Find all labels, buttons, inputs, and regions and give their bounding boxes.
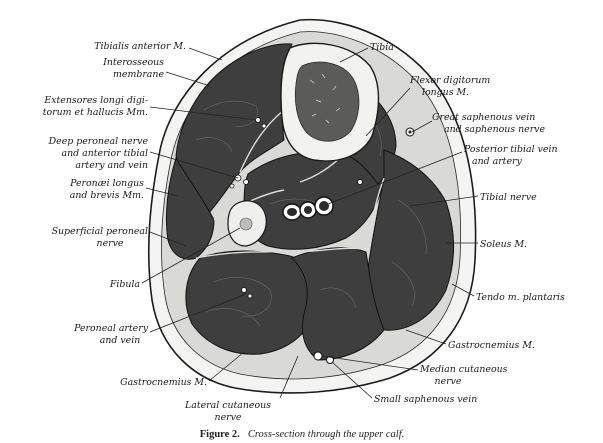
label-tendo-plantaris: Tendo m. plantaris [476,292,565,303]
caption-text: Figure 2. Cross-section through the uppe… [200,424,404,441]
tibia-marrow [294,61,360,142]
label-flexor-line2: longus M. [422,87,469,98]
fiber-1 [203,100,258,127]
label-peronaei-line2: and brevis Mm. [70,190,144,201]
label-lateral-cutaneous-line2: nerve [215,412,242,423]
fiber-3 [213,277,272,317]
label-fibula: Fibula [109,279,140,290]
fascia-line-3 [367,177,385,251]
label-interosseous-line2: membrane [113,69,164,80]
label-great-saphenous-line2: and saphenous nerve [444,124,545,135]
leader-lines [141,47,479,399]
label-gastrocnemius-left: Gastrocnemius M. [120,377,207,388]
label-superficial-peroneal-line1: Superficial peroneal [52,226,148,237]
right-labels: Tibia Flexor digitorum longus M. Great s… [370,42,565,405]
posterior-tibial-vessels [282,196,334,221]
label-interosseous-line1: Interosseous [102,57,164,68]
lateral-muscle-mass [165,156,215,260]
fiber-5 [397,199,427,255]
label-lateral-cutaneous-line1: Lateral cutaneous [184,400,271,411]
label-peroneal-artery-line1: Peroneal artery [73,323,149,334]
label-great-saphenous-line1: Great saphenous vein [432,112,535,123]
label-deep-peroneal-line1: Deep peroneal nerve [48,136,149,147]
anterior-muscle-mass [175,43,293,217]
label-extensores-line2: torum et hallucis Mm. [43,107,148,118]
label-gastrocnemius-right: Gastrocnemius M. [448,340,535,351]
label-peroneal-artery-line2: and vein [100,335,141,346]
label-soleus: Soleus M. [480,239,527,250]
label-tibial-nerve: Tibial nerve [480,192,537,203]
fiber-2 [195,137,233,153]
label-tibialis-anterior: Tibialis anterior M. [94,41,186,52]
figure-caption: Figure 2. Cross-section through the uppe… [200,424,404,441]
tibia-trabecular-texture [309,73,341,124]
cross-section-illustration [147,18,477,394]
label-superficial-peroneal-line2: nerve [97,238,124,249]
soleus-mass [367,149,454,331]
caption-description: Cross-section through the upper calf. [248,429,404,440]
fascia-line-4 [239,109,285,173]
label-median-cutaneous-line2: nerve [435,376,462,387]
label-small-saphenous: Small saphenous vein [374,394,477,405]
fiber-6 [391,261,415,307]
label-extensores-line1: Extensores longi digi- [43,95,148,106]
label-deep-peroneal-line3: artery and vein [75,160,148,171]
label-median-cutaneous-line1: Median cutaneous [419,364,508,375]
left-labels: Tibialis anterior M. Interosseous membra… [43,41,271,423]
fiber-4 [205,308,261,327]
gastrocnemius-medial-mass [291,247,385,361]
fascia-line-2 [195,247,369,259]
gastrocnemius-lateral-mass [185,250,318,355]
label-deep-peroneal-line2: and anterior tibial [62,148,149,159]
caption-number: Figure 2. [200,429,240,440]
label-tibia: Tibia [370,42,394,53]
label-flexor-line1: Flexor digitorum [409,75,490,86]
fiber-7 [319,287,357,309]
label-posterior-tibial-line2: and artery [472,156,522,167]
label-peronaei-line1: Peronæi longus [69,178,144,189]
superficial-vessels [241,117,415,364]
label-posterior-tibial-line1: Posterior tibial vein [463,144,558,155]
fibula-marrow [239,217,253,231]
